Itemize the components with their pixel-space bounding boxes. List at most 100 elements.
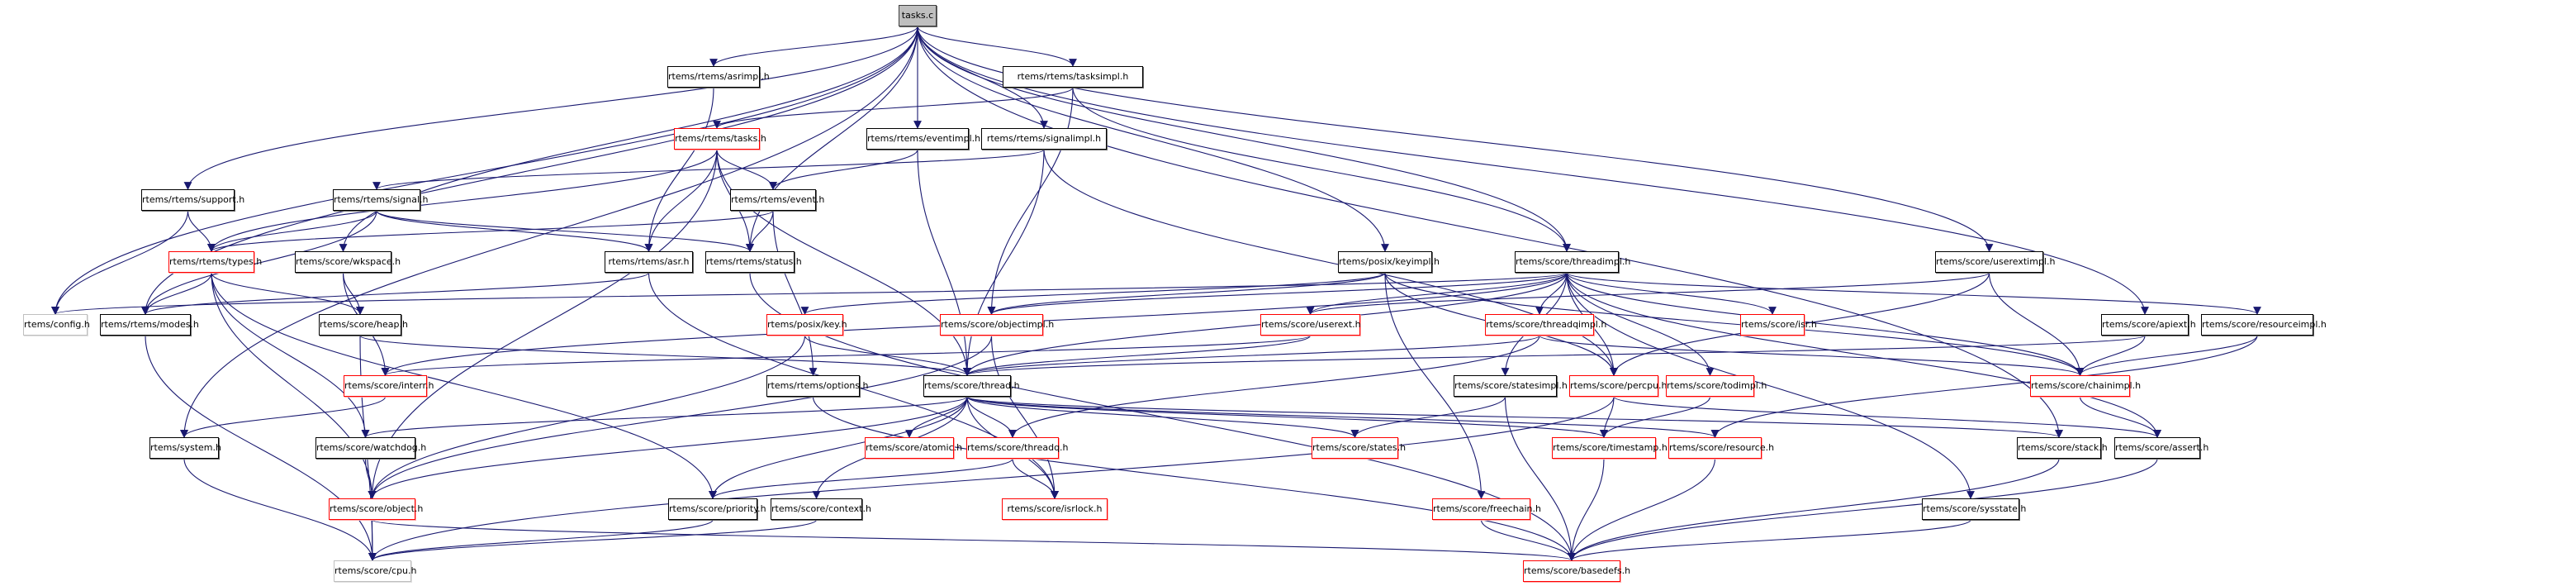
graph-node-wkspace[interactable]: rtems/score/wkspace.h: [295, 251, 401, 273]
graph-node-signal[interactable]: rtems/rtems/signal.h: [333, 189, 429, 211]
edge-threadimpl-to-chainimpl: [1566, 272, 2085, 376]
graph-node-interr[interactable]: rtems/score/interr.h: [344, 375, 434, 397]
edge-eventimpl-to-thread: [917, 149, 971, 376]
graph-node-event[interactable]: rtems/rtems/event.h: [730, 189, 824, 211]
graph-node-states[interactable]: rtems/score/states.h: [1312, 437, 1406, 459]
graph-node-options[interactable]: rtems/rtems/options.h: [766, 375, 869, 397]
graph-node-isr[interactable]: rtems/score/isr.h: [1740, 314, 1817, 336]
graph-node-tasksimpl[interactable]: rtems/rtems/tasksimpl.h: [1003, 66, 1143, 88]
edge-support-to-config: [51, 210, 189, 315]
graph-node-stack[interactable]: rtems/score/stack.h: [2017, 437, 2108, 459]
edge-tasks-c-to-threadimpl: [917, 26, 1571, 252]
graph-node-userext[interactable]: rtems/score/userext.h: [1260, 314, 1361, 336]
edge-thread-to-stack: [966, 396, 2063, 438]
edge-threadimpl-to-threadqimpl: [1535, 272, 1568, 315]
edge-userextimpl-to-chainimpl: [1988, 272, 2085, 376]
edge-types-to-object: [211, 272, 377, 499]
graph-node-userextimpl[interactable]: rtems/score/userextimpl.h: [1935, 251, 2055, 273]
edge-tasks-c-to-tasksimpl: [917, 26, 1077, 67]
graph-node-status[interactable]: rtems/rtems/status.h: [705, 251, 802, 273]
graph-node-isrlock[interactable]: rtems/score/isrlock.h: [1002, 498, 1108, 520]
graph-node-assert[interactable]: rtems/score/assert.h: [2114, 437, 2208, 459]
graph-node-signalimpl[interactable]: rtems/rtems/signalimpl.h: [981, 128, 1107, 150]
edge-modes-to-cpu: [145, 335, 377, 561]
edge-threadqimpl-to-thread: [963, 335, 1540, 376]
edge-threadqimpl-to-chainimpl: [1539, 335, 2085, 376]
edge-threadq-to-priority: [709, 458, 1013, 499]
graph-node-todimpl[interactable]: rtems/score/todimpl.h: [1666, 375, 1767, 397]
edge-keyimpl-to-objectimpl: [987, 272, 1386, 315]
graph-node-context[interactable]: rtems/score/context.h: [771, 498, 871, 520]
graph-node-freechain[interactable]: rtems/score/freechain.h: [1432, 498, 1541, 520]
edge-tasks-c-to-system: [180, 26, 918, 438]
graph-node-asr[interactable]: rtems/rtems/asr.h: [605, 251, 693, 273]
edge-types-to-watchdog: [211, 272, 370, 438]
edge-types-to-heap: [211, 272, 364, 315]
graph-node-threadq[interactable]: rtems/score/threadq.h: [966, 437, 1069, 459]
edge-tasks-c-to-config: [51, 26, 918, 315]
graph-node-chainimpl[interactable]: rtems/score/chainimpl.h: [2030, 375, 2141, 397]
edge-system-to-cpu: [183, 458, 377, 561]
edge-assert-to-basedefs: [1568, 458, 2158, 561]
graph-node-thread[interactable]: rtems/score/thread.h: [923, 375, 1020, 397]
edge-threadq-to-isrlock: [1012, 458, 1059, 499]
edge-threadimpl-to-userext: [1306, 272, 1568, 315]
edge-userext-to-interr: [382, 335, 1312, 376]
graph-node-key[interactable]: rtems/posix/key.h: [766, 314, 847, 336]
graph-node-heap[interactable]: rtems/score/heap.h: [319, 314, 408, 336]
graph-node-basedefs[interactable]: rtems/score/basedefs.h: [1523, 560, 1630, 582]
edge-signal-to-modes: [141, 210, 377, 315]
graph-node-sysstate[interactable]: rtems/score/sysstate.h: [1922, 498, 2026, 520]
edge-heap-to-thread: [359, 335, 971, 376]
edge-thread-to-threadq: [966, 396, 1017, 438]
graph-node-types[interactable]: rtems/rtems/types.h: [168, 251, 262, 273]
graph-node-resourceimpl[interactable]: rtems/score/resourceimpl.h: [2201, 314, 2327, 336]
graph-node-timestamp[interactable]: rtems/score/timestamp.h: [1552, 437, 1668, 459]
graph-node-tasks-c: tasks.c: [899, 5, 937, 26]
graph-node-support[interactable]: rtems/rtems/support.h: [141, 189, 244, 211]
graph-node-eventimpl[interactable]: rtems/rtems/eventimpl.h: [866, 128, 980, 150]
edge-watchdog-to-object: [364, 458, 377, 499]
edge-thread-to-states: [966, 396, 1359, 438]
graph-node-watchdog[interactable]: rtems/score/watchdog.h: [315, 437, 426, 459]
graph-node-object[interactable]: rtems/score/object.h: [329, 498, 423, 520]
edge-thread-to-timestamp: [966, 396, 1608, 438]
edge-types-to-modes: [141, 272, 212, 315]
edge-tasksimpl-to-threadimpl: [1072, 87, 1571, 252]
edge-tasks-h-to-asr: [644, 149, 718, 252]
edge-tasks-c-to-userextimpl: [917, 26, 1994, 252]
edge-timestamp-to-basedefs: [1568, 458, 1605, 561]
graph-node-priority[interactable]: rtems/score/priority.h: [668, 498, 766, 520]
graph-node-percpu[interactable]: rtems/score/percpu.h: [1569, 375, 1668, 397]
edge-resource-to-basedefs: [1568, 458, 1716, 561]
graph-node-resource[interactable]: rtems/score/resource.h: [1668, 437, 1774, 459]
graph-node-modes[interactable]: rtems/rtems/modes.h: [100, 314, 199, 336]
edge-userextimpl-to-userext: [1306, 272, 1990, 315]
edge-threadimpl-to-assert: [1566, 272, 2161, 438]
graph-node-tasks-h[interactable]: rtems/rtems/tasks.h: [674, 128, 766, 150]
edge-tasks-c-to-apiext: [917, 26, 2149, 315]
edge-keyimpl-to-key: [800, 272, 1386, 315]
edge-signal-to-types: [207, 210, 377, 252]
graph-node-keyimpl[interactable]: rtems/posix/keyimpl.h: [1338, 251, 1440, 273]
graph-node-cpu[interactable]: rtems/score/cpu.h: [334, 560, 417, 582]
edge-event-to-status: [746, 210, 774, 252]
edge-event-to-options: [772, 210, 818, 376]
graph-node-config[interactable]: rtems/config.h: [23, 314, 90, 336]
graph-node-objectimpl[interactable]: rtems/score/objectimpl.h: [940, 314, 1054, 336]
graph-node-apiext[interactable]: rtems/score/apiext.h: [2101, 314, 2196, 336]
graph-node-system[interactable]: rtems/system.h: [149, 437, 221, 459]
edge-asr-to-modes: [141, 272, 650, 315]
edge-priority-to-cpu: [368, 519, 714, 561]
edge-support-to-types: [187, 210, 216, 252]
edge-signal-to-status: [376, 210, 754, 252]
graph-node-threadimpl[interactable]: rtems/score/threadimpl.h: [1515, 251, 1630, 273]
graph-node-asrimpl[interactable]: rtems/rtems/asrimpl.h: [667, 66, 770, 88]
graph-node-threadqimpl[interactable]: rtems/score/threadqimpl.h: [1485, 314, 1606, 336]
edge-key-to-thread: [804, 335, 971, 376]
graph-node-atomic[interactable]: rtems/score/atomic.h: [865, 437, 962, 459]
edge-signalimpl-to-signal: [372, 149, 1045, 190]
graph-node-statesimpl[interactable]: rtems/score/statesimpl.h: [1454, 375, 1568, 397]
edge-tasks-c-to-asrimpl: [709, 26, 918, 67]
